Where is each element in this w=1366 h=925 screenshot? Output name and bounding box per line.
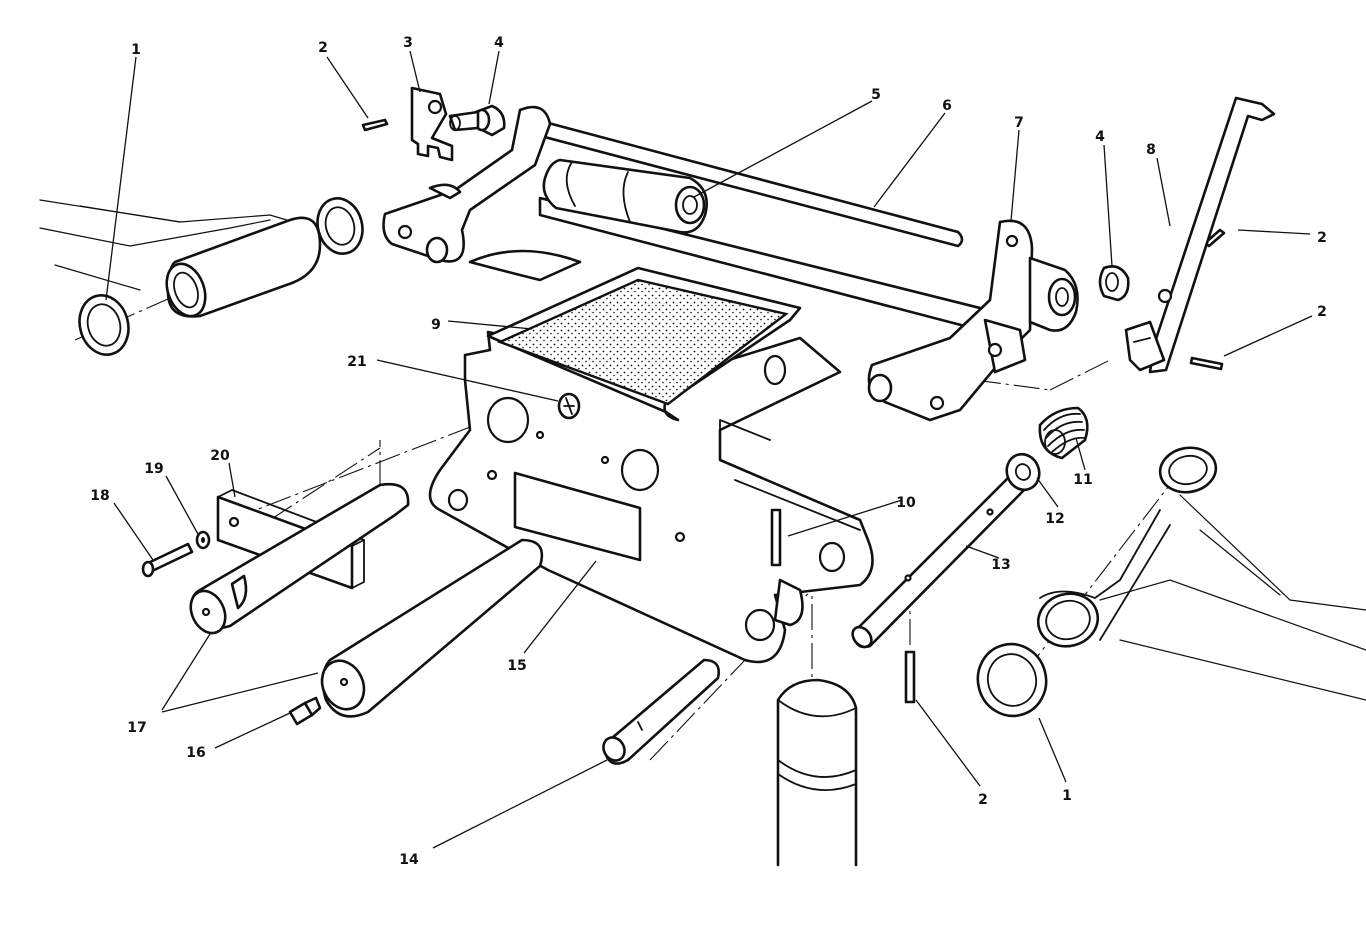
left-arm-ghost [39, 199, 301, 291]
leader-c20 [228, 462, 236, 498]
leader-c2b [1237, 229, 1311, 235]
leader-c1b [1038, 717, 1067, 783]
leader-c1a [105, 56, 137, 301]
callout-c1b: 1 [1062, 788, 1072, 804]
leader-c14 [432, 759, 608, 849]
shaft-pin-lower [320, 538, 544, 718]
callout-c5: 5 [871, 87, 881, 103]
grease-fitting [288, 696, 322, 726]
callout-c20: 20 [210, 448, 230, 464]
leader-c19 [165, 475, 200, 537]
pin-2-bottom [904, 650, 916, 704]
right-seal-front-1 [976, 642, 1048, 718]
leader-c7 [1010, 129, 1020, 222]
spring-washer-12 [1005, 452, 1041, 492]
callout-c21: 21 [347, 354, 366, 370]
callout-c4b: 4 [1095, 129, 1105, 145]
callout-c10: 10 [896, 495, 916, 511]
callout-c8: 8 [1146, 142, 1156, 158]
right-bushing-4 [1098, 265, 1130, 302]
leader-lines [105, 50, 1313, 849]
compression-spring-11 [1038, 406, 1089, 460]
callout-c14: 14 [399, 852, 419, 868]
left-bracket [410, 86, 454, 162]
leader-c16 [214, 712, 291, 749]
leader-c18 [113, 502, 154, 561]
leader-c10 [787, 499, 903, 537]
leader-c11 [1075, 437, 1086, 471]
right-seal-rear [1158, 446, 1218, 494]
leader-c5 [693, 100, 873, 198]
leader-c15 [523, 560, 597, 654]
right-arm-ghost [1099, 494, 1366, 701]
left-bushing-tube [165, 216, 322, 318]
leader-c2c [1223, 315, 1313, 357]
lever-arm [1124, 96, 1276, 374]
pin-2-right-mid [1189, 356, 1224, 371]
right-tube [1036, 509, 1171, 648]
leader-c12 [1036, 477, 1059, 508]
callout-c2a: 2 [318, 40, 328, 56]
callout-c7: 7 [1014, 115, 1024, 131]
left-seal-rear [316, 197, 364, 255]
leader-c6 [873, 112, 946, 208]
pivot-shaft [516, 114, 964, 248]
callout-c13: 13 [991, 557, 1010, 573]
leader-c8 [1156, 157, 1171, 227]
callout-c15: 15 [507, 658, 526, 674]
pin-2-left [361, 118, 389, 132]
pedal-pad [486, 266, 802, 422]
leader-c9 [447, 320, 533, 330]
callout-c12: 12 [1045, 511, 1064, 527]
roll-pin-10 [770, 508, 782, 567]
callout-c4a: 4 [494, 35, 504, 51]
leader-c4a [488, 50, 500, 105]
leader-c2a [326, 56, 369, 119]
callout-c19: 19 [144, 461, 163, 477]
leader-c4b [1103, 144, 1113, 267]
pedal-body [428, 330, 874, 664]
left-seal-front-1 [78, 294, 130, 356]
left-bushing-4 [448, 104, 506, 137]
upper-yoke-frame [382, 105, 1034, 422]
shaft-pin-upper [189, 482, 410, 635]
callout-c3: 3 [403, 35, 413, 51]
lower-cylinder [776, 678, 858, 867]
pivot-pin-14 [602, 658, 720, 765]
callout-c18: 18 [90, 488, 109, 504]
leader-c13 [965, 545, 1000, 559]
right-roller-boss [1028, 256, 1079, 332]
leader-c21 [376, 359, 559, 402]
callout-c1a: 1 [131, 42, 141, 58]
leader-c17b [161, 672, 319, 713]
callout-c2c: 2 [1317, 304, 1327, 320]
leader-c17 [161, 633, 211, 711]
leader-c2d [915, 699, 981, 787]
leader-c3 [409, 50, 421, 93]
callout-c11: 11 [1073, 472, 1092, 488]
callout-c2b: 2 [1317, 230, 1327, 246]
bolt [141, 542, 194, 578]
callout-c9: 9 [431, 317, 441, 333]
callout-c6: 6 [942, 98, 952, 114]
washer [195, 530, 211, 550]
callout-c2d: 2 [978, 792, 988, 808]
callout-c17: 17 [127, 720, 146, 736]
callout-c16: 16 [186, 745, 205, 761]
